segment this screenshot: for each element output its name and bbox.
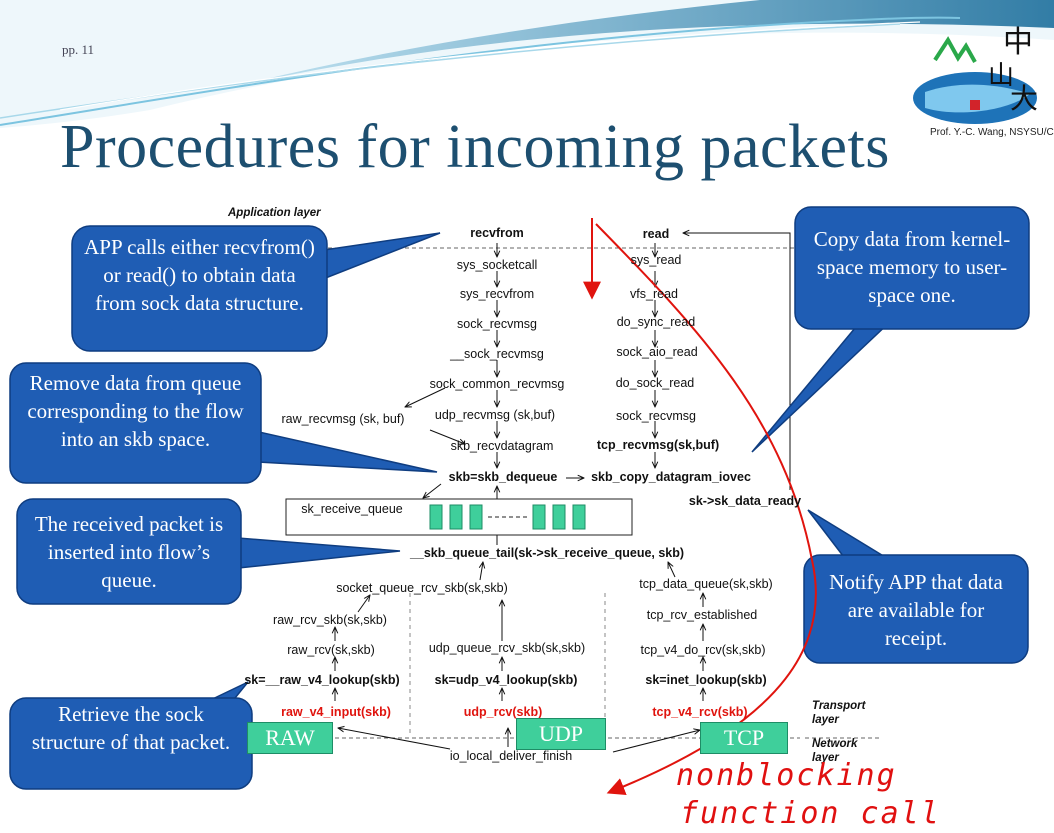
slide-title: Procedures for incoming packets bbox=[60, 113, 890, 181]
fn-tcp-rcv-established: tcp_rcv_established bbox=[646, 608, 758, 622]
callout-remove-data-text: Remove data from queue corresponding to … bbox=[27, 371, 244, 451]
svg-text:中: 中 bbox=[1003, 25, 1033, 60]
author-credit: Prof. Y.-C. Wang, NSYSU/CSE bbox=[930, 127, 1054, 138]
fn-inet-lookup: sk=inet_lookup(skb) bbox=[645, 673, 767, 687]
fn-vfs-read: vfs_read bbox=[630, 287, 678, 301]
svg-text:山: 山 bbox=[988, 61, 1014, 91]
fn-do-sync-read: do_sync_read bbox=[616, 315, 696, 329]
fn-udp-v4-lookup: sk=udp_v4_lookup(skb) bbox=[434, 673, 578, 687]
callout-app-calls-text: APP calls either recvfrom() or read() to… bbox=[84, 235, 315, 315]
callout-app-calls bbox=[71, 225, 328, 352]
fn-sys-read: sys_read bbox=[630, 253, 682, 267]
application-layer-label: Application layer bbox=[228, 207, 321, 219]
fn-skb-queue-tail: __skb_queue_tail(sk->sk_receive_queue, s… bbox=[409, 546, 685, 560]
callout-received-packet-text: The received packet is inserted into flo… bbox=[34, 512, 224, 592]
fn-raw-v4-input: raw_v4_input(skb) bbox=[281, 705, 391, 719]
handwritten-annotation-arrows bbox=[583, 218, 817, 796]
protocol-box-tcp: TCP bbox=[700, 722, 788, 754]
fn-tcp-v4-rcv: tcp_v4_rcv(skb) bbox=[652, 705, 748, 719]
university-logo: 中 山 大 bbox=[913, 25, 1038, 124]
fn-raw-recvmsg: raw_recvmsg (sk, buf) bbox=[281, 412, 405, 426]
fn-udp-queue-rcv-skb: udp_queue_rcv_skb(sk,skb) bbox=[428, 641, 586, 655]
fn-skb-copy-datagram-iovec: skb_copy_datagram_iovec bbox=[591, 470, 751, 484]
callout-pointers bbox=[199, 232, 894, 737]
header-wave-decoration bbox=[0, 0, 1054, 128]
fn-sys-socketcall: sys_socketcall bbox=[456, 258, 538, 272]
fn-skb-dequeue: skb=skb_dequeue bbox=[448, 470, 558, 484]
network-layer-label: Network layer bbox=[812, 738, 858, 764]
handwritten-nonblocking: nonblocking bbox=[676, 758, 897, 793]
fn-raw-v4-lookup: sk=__raw_v4_lookup(skb) bbox=[244, 673, 400, 687]
fn-do-sock-read: do_sock_read bbox=[615, 376, 695, 390]
fn-udp-recvmsg: udp_recvmsg (sk,buf) bbox=[434, 408, 556, 422]
fn-udp-rcv: udp_rcv(skb) bbox=[463, 705, 543, 719]
fn-raw-rcv-skb: raw_rcv_skb(sk,skb) bbox=[273, 613, 387, 627]
callout-retrieve-sock-text: Retrieve the sock structure of that pack… bbox=[31, 702, 231, 754]
fn-tcp-v4-do-rcv: tcp_v4_do_rcv(sk,skb) bbox=[640, 643, 766, 657]
protocol-box-raw: RAW bbox=[247, 722, 333, 754]
fn-sock-recvmsg-right: sock_recvmsg bbox=[616, 409, 696, 423]
fn-tcp-data-queue: tcp_data_queue(sk,skb) bbox=[639, 577, 773, 591]
fn-read: read bbox=[642, 227, 670, 241]
fn-sock-common-recvmsg: sock_common_recvmsg bbox=[429, 377, 565, 391]
svg-text:大: 大 bbox=[1010, 82, 1038, 115]
queue-label: sk_receive_queue bbox=[301, 502, 403, 516]
recvfrom-chain-arrows bbox=[405, 243, 584, 545]
fn-ip-local-deliver-finish: io_local_deliver_finish bbox=[449, 749, 573, 763]
lower-flow-arrows bbox=[335, 562, 703, 753]
sk-receive-queue-box bbox=[285, 498, 633, 536]
fn-sys-recvfrom: sys_recvfrom bbox=[459, 287, 535, 301]
callout-notify-app-text: Notify APP that data are available for r… bbox=[829, 570, 1003, 650]
page-number: pp. 11 bbox=[62, 42, 95, 57]
protocol-box-udp: UDP bbox=[516, 718, 606, 750]
callout-copy-data bbox=[794, 206, 1030, 330]
callout-copy-data-text: Copy data from kernel-space memory to us… bbox=[813, 227, 1011, 307]
fn-skb-recvdatagram: skb_recvdatagram bbox=[450, 439, 554, 453]
transport-layer-label: Transport layer bbox=[812, 700, 866, 726]
fn-sk-data-ready: sk->sk_data_ready bbox=[688, 494, 802, 508]
fn-socket-queue-rcv-skb: socket_queue_rcv_skb(sk,skb) bbox=[336, 581, 508, 595]
fn-recvfrom: recvfrom bbox=[470, 226, 524, 240]
fn-sock-recvmsg: sock_recvmsg bbox=[457, 317, 537, 331]
callout-remove-data bbox=[9, 362, 262, 484]
fn-raw-rcv: raw_rcv(sk,skb) bbox=[287, 643, 375, 657]
fn-sock-aio-read: sock_aio_read bbox=[616, 345, 698, 359]
callout-notify-app bbox=[803, 554, 1029, 664]
fn-__sock-recvmsg: __sock_recvmsg bbox=[450, 347, 544, 361]
callout-received-packet bbox=[16, 498, 242, 605]
handwritten-function-call: function call bbox=[680, 796, 941, 831]
fn-tcp-recvmsg: tcp_recvmsg(sk,buf) bbox=[596, 438, 720, 452]
